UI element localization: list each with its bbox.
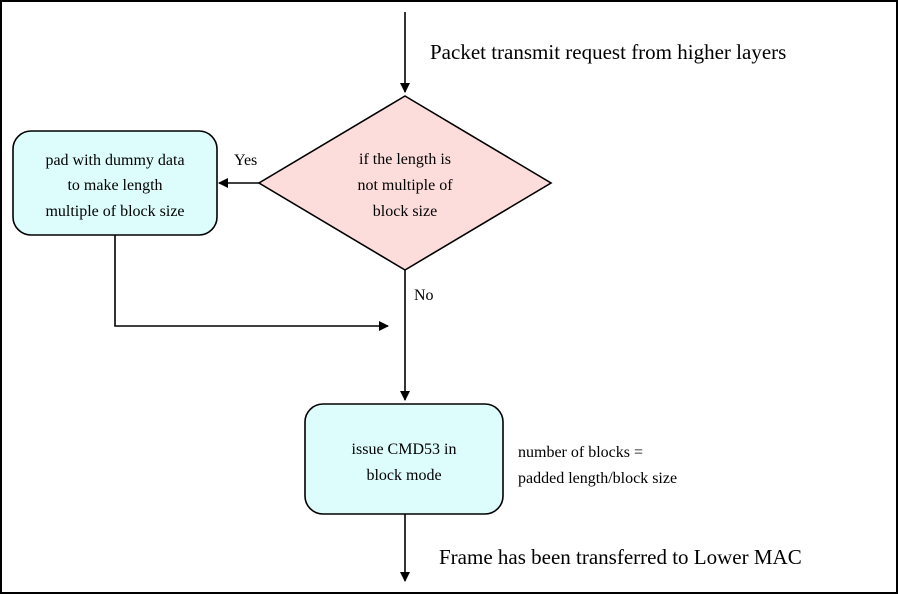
decision-text-line-3: block size	[373, 203, 437, 220]
issue-box-line-1: issue CMD53 in	[352, 441, 457, 458]
no-label: No	[414, 287, 434, 304]
pad-box-line-2: to make length	[67, 177, 162, 194]
pad-box-line-1: pad with dummy data	[45, 152, 184, 169]
issue-box-line-2: block mode	[366, 467, 441, 484]
blocks-note-line-1: number of blocks =	[518, 444, 643, 461]
decision-text-line-1: if the length is	[359, 151, 451, 168]
pad-box-line-3: multiple of block size	[45, 203, 184, 220]
end-annotation: Frame has been transferred to Lower MAC	[439, 545, 802, 569]
decision-text-line-2: not multiple of	[357, 177, 453, 194]
blocks-note-line-2: padded length/block size	[518, 470, 677, 487]
arrow-pad-return	[114, 235, 389, 331]
yes-label: Yes	[234, 152, 257, 169]
start-annotation: Packet transmit request from higher laye…	[430, 40, 786, 64]
issue-box	[304, 403, 504, 515]
